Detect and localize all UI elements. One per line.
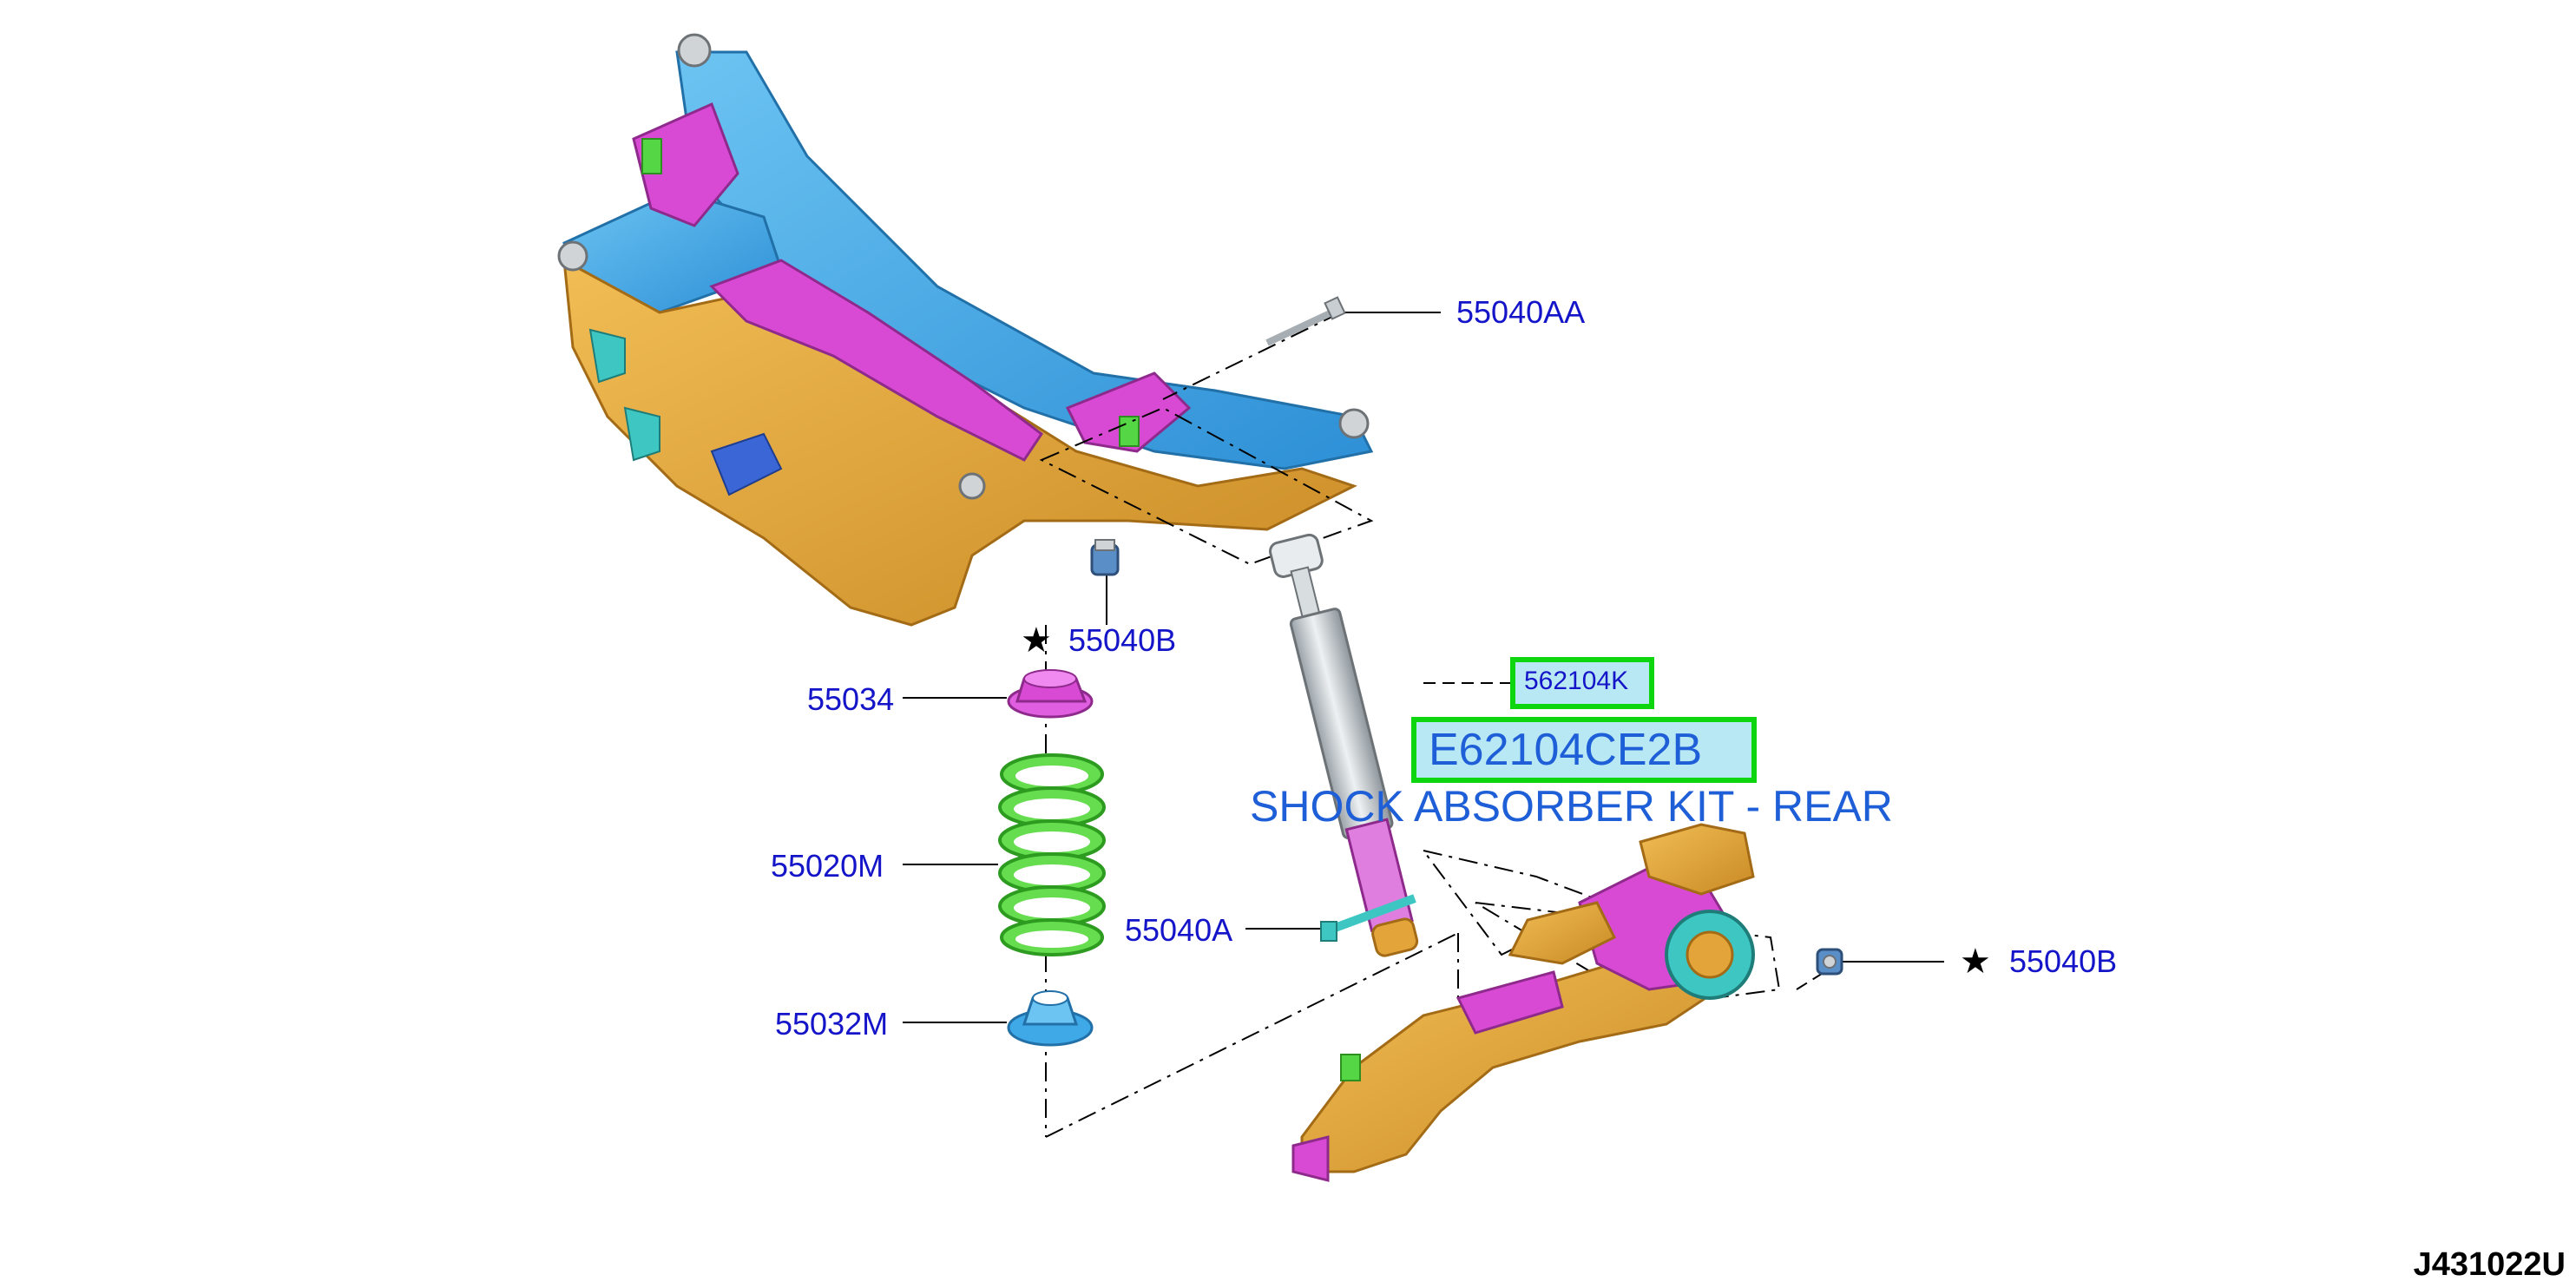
subframe-illustration (557, 33, 1374, 627)
part-number-highlight-box[interactable] (1411, 717, 1757, 783)
spring-assembly (998, 669, 1106, 1047)
nut-right-guide (1796, 967, 1832, 990)
shock-ref-highlight-box[interactable] (1510, 657, 1654, 709)
callout-55034: 55034 (807, 681, 895, 717)
callout-55040B-right: 55040B (2009, 943, 2118, 979)
top-bolt (1265, 296, 1346, 346)
callout-55032M: 55032M (775, 1006, 889, 1042)
callout-55040A: 55040A (1125, 912, 1233, 948)
green-clip (641, 138, 662, 174)
knuckle-top-bracket (1639, 823, 1755, 896)
part-description: SHOCK ABSORBER KIT - REAR (1250, 782, 1893, 831)
star-icon: ★ (1960, 943, 1991, 981)
stud-right (1338, 408, 1370, 439)
callout-55040AA: 55040AA (1456, 294, 1586, 330)
lower-arm-magenta (1456, 970, 1564, 1035)
shock-absorber (1269, 533, 1419, 957)
diagram-code: J431022U (2413, 1246, 2566, 1283)
hardware (1090, 296, 1843, 976)
stud-front (958, 472, 986, 500)
upper-mount-guide (1039, 406, 1374, 566)
subframe-magenta-mount (632, 102, 739, 227)
lower-arm-body (1300, 953, 1721, 1173)
blue-bracket (710, 432, 783, 496)
stud-left (557, 240, 588, 272)
teal-bracket (623, 406, 660, 462)
lower-guide (1045, 932, 1459, 1138)
upper-nut (1090, 539, 1120, 576)
teal-bracket (588, 328, 626, 384)
subframe-magenta-brace (709, 259, 1044, 462)
knuckle-spring-arm (1508, 901, 1617, 965)
green-clip (1119, 416, 1140, 447)
arm-green-clip (1340, 1054, 1361, 1081)
part-number-label: E62104CE2B (1429, 725, 1703, 775)
shock-lower-eye (1371, 917, 1419, 957)
callout-55040B-upper: 55040B (1068, 622, 1177, 658)
stud-top (677, 33, 712, 68)
shock-ref-label: 562104K (1524, 667, 1629, 695)
lower-arm-tail (1291, 1135, 1330, 1182)
subframe-right-mount (1065, 371, 1192, 453)
callout-55020M: 55020M (771, 848, 884, 884)
right-nut (1816, 948, 1843, 976)
star-icon: ★ (1021, 621, 1052, 660)
lower-bolt (1320, 894, 1416, 942)
hub-center (1686, 930, 1734, 979)
knuckle-and-lower-arm (1291, 823, 1755, 1182)
bolt-top-guide (1162, 312, 1342, 400)
